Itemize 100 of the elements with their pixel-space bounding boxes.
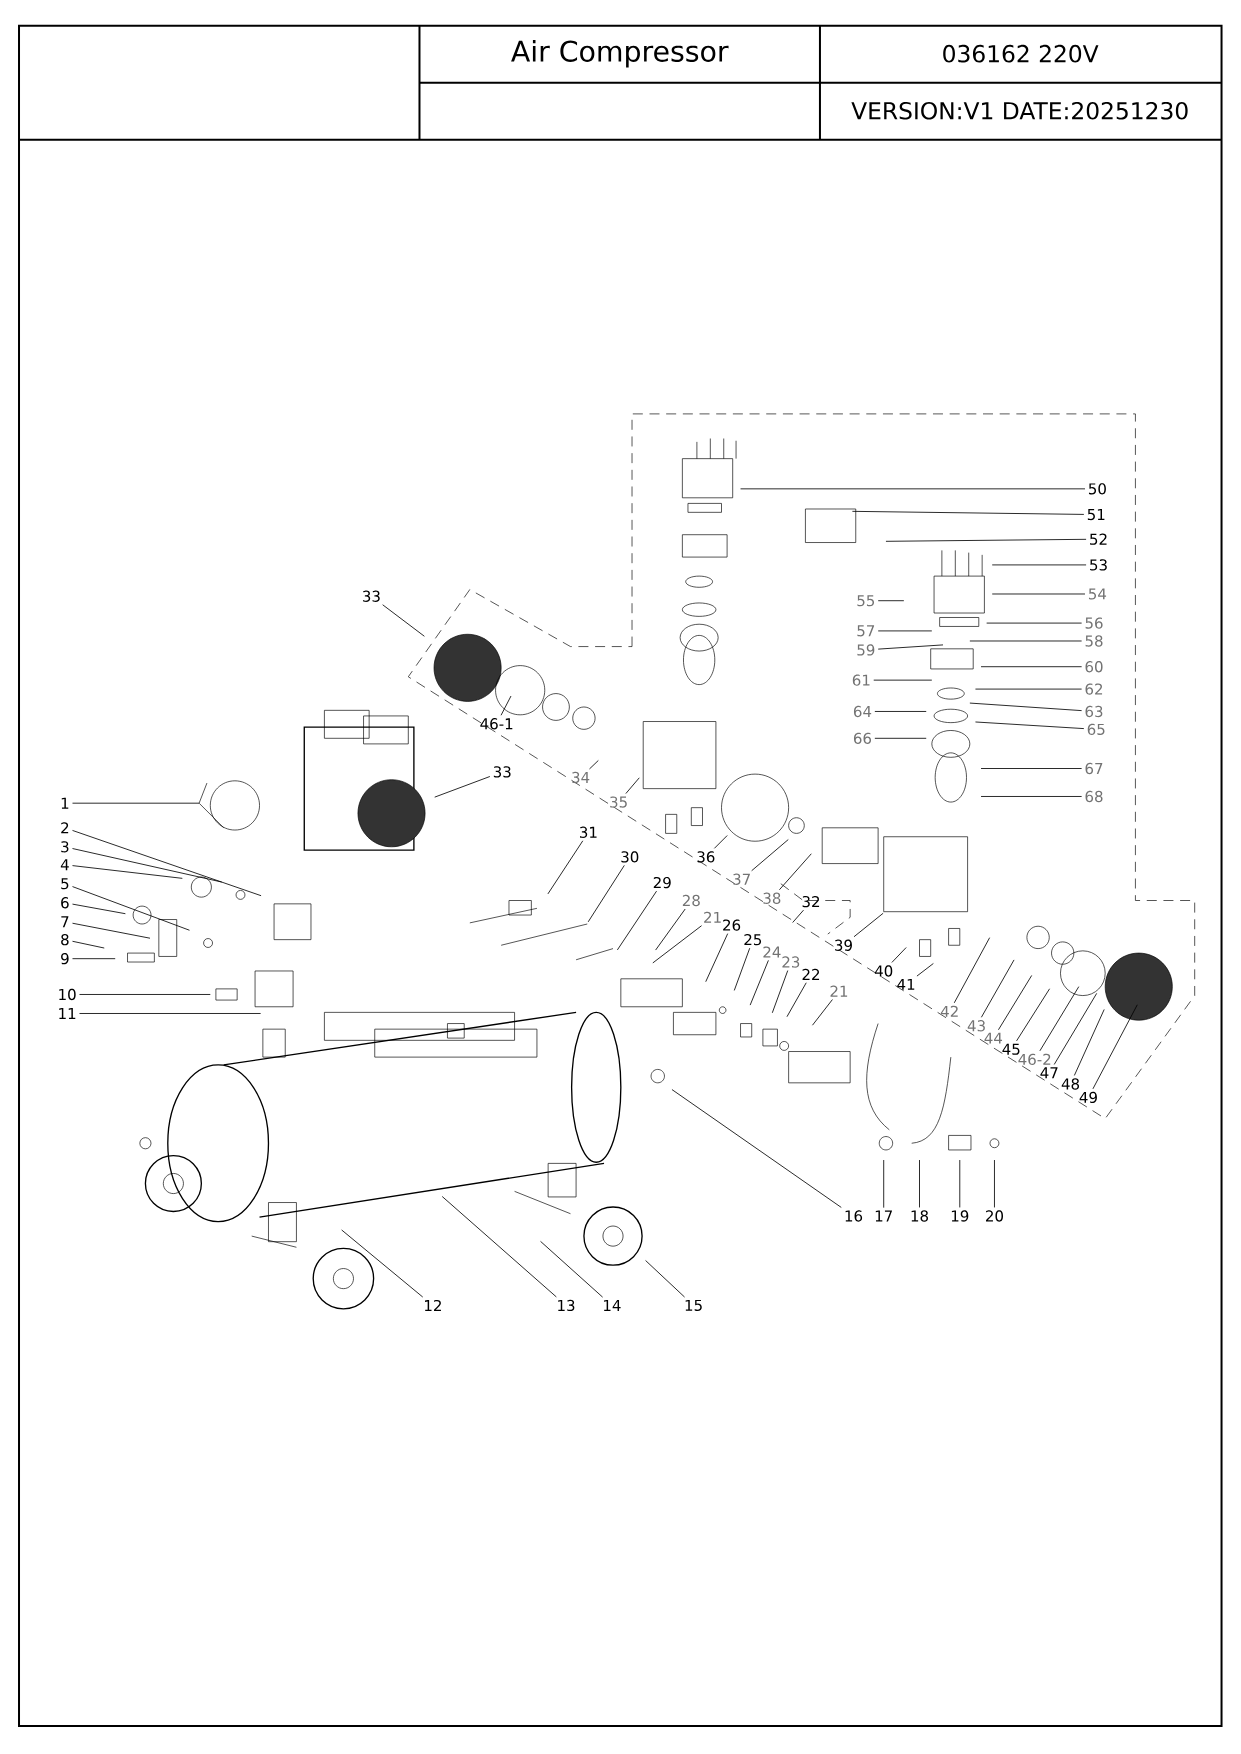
leader-line — [916, 963, 934, 977]
callout-number: 57 — [857, 625, 875, 637]
leader-line — [434, 776, 491, 798]
leader-line — [740, 488, 1086, 490]
callout-number: 28 — [683, 894, 701, 907]
callout-number: 22 — [802, 968, 820, 980]
callout-number: 14 — [604, 1300, 621, 1311]
callout-number: 68 — [1085, 790, 1103, 803]
callout-number: 41 — [897, 978, 915, 990]
callout-number: 21 — [704, 911, 721, 923]
leader-line — [72, 830, 262, 897]
leader-line — [994, 1159, 996, 1208]
callout-number: 19 — [952, 1210, 969, 1222]
header-text: 036162 220V — [943, 44, 1099, 63]
leader-line — [986, 622, 1083, 624]
leader-line — [671, 1089, 842, 1208]
callout-number: 29 — [654, 876, 671, 889]
leader-line — [969, 640, 1083, 642]
leader-line — [975, 688, 1083, 690]
leader-line — [72, 802, 200, 804]
leader-line — [587, 864, 625, 923]
leader-line — [751, 839, 789, 872]
callout-number: 20 — [986, 1210, 1004, 1222]
leader-line — [72, 940, 105, 949]
leader-line — [998, 975, 1033, 1031]
callout-number: 21 — [830, 985, 848, 997]
leader-line — [1016, 988, 1051, 1042]
callout-number: 3 — [61, 841, 69, 853]
leader-line — [589, 760, 599, 770]
leader-line — [72, 922, 151, 939]
leader-line — [72, 865, 183, 879]
leader-line — [625, 777, 640, 794]
leader-line — [79, 1013, 262, 1014]
leader-line — [79, 994, 211, 995]
leader-line — [341, 1229, 424, 1298]
callout-number: 16 — [845, 1210, 863, 1222]
leader-line — [874, 711, 927, 712]
leader-line — [975, 721, 1085, 729]
callout-number: 31 — [580, 826, 597, 838]
leader-line — [72, 903, 127, 915]
leader-line — [980, 768, 1083, 769]
callout-number: 2 — [61, 822, 69, 834]
callout-number: 64 — [854, 705, 872, 718]
callout-number: 26 — [723, 919, 741, 931]
callout-number: 33 — [363, 590, 380, 602]
callout-number: 17 — [876, 1210, 893, 1222]
callout-number: 1 — [61, 797, 69, 809]
callout-number: 46-1 — [480, 718, 513, 730]
callout-number: 44 — [984, 1032, 1003, 1044]
callout-number: 56 — [1085, 617, 1103, 629]
callout-number: 58 — [1085, 635, 1103, 647]
leader-line — [645, 1260, 686, 1298]
callout-number: 51 — [1088, 509, 1105, 521]
callout-number: 9 — [61, 953, 69, 965]
callout-number: 32 — [802, 895, 820, 908]
callout-number: 39 — [835, 939, 853, 951]
callout-number: 53 — [1090, 559, 1108, 571]
leader-line — [883, 1159, 885, 1209]
leader-line — [878, 630, 933, 632]
leader-line — [980, 796, 1083, 797]
header-text: VERSION:V1 DATE:20251230 — [851, 101, 1188, 120]
leader-line — [382, 604, 426, 637]
callout-number: 60 — [1085, 661, 1103, 673]
leader-line — [779, 853, 812, 891]
leader-line — [714, 835, 728, 849]
leader-line — [959, 1159, 961, 1208]
leader-line — [655, 908, 686, 951]
callout-number: 54 — [1089, 588, 1107, 600]
leader-line — [891, 947, 907, 963]
leader-line — [980, 666, 1083, 668]
leader-line — [772, 970, 789, 1014]
callout-number: 63 — [1085, 705, 1103, 718]
leader-line — [652, 925, 703, 964]
callout-number: 47 — [1040, 1067, 1058, 1079]
leader-line — [878, 600, 905, 602]
leader-line — [885, 538, 1087, 542]
callout-number: 33 — [494, 766, 511, 778]
callout-number: 35 — [610, 796, 628, 808]
leader-line — [873, 679, 933, 681]
callout-number: 4 — [61, 859, 70, 871]
callout-number: 62 — [1085, 683, 1103, 695]
callout-number: 13 — [558, 1299, 575, 1312]
callout-number: 7 — [61, 916, 69, 928]
callout-number: 6 — [61, 897, 69, 909]
leader-line — [749, 959, 770, 1006]
callout-number: 25 — [744, 934, 762, 946]
leader-line — [547, 840, 584, 895]
leader-line — [812, 999, 834, 1026]
callout-number: 23 — [782, 956, 800, 968]
callout-number: 46-2 — [1018, 1053, 1051, 1065]
callout-number: 37 — [733, 873, 751, 885]
callout-number: 40 — [875, 965, 893, 977]
callout-number: 61 — [853, 674, 870, 686]
leader-line — [992, 593, 1086, 595]
callout-number: 45 — [1002, 1043, 1020, 1055]
leader-line — [992, 564, 1087, 566]
callout-number: 48 — [1061, 1078, 1080, 1090]
callout-number: 24 — [763, 946, 781, 958]
callout-number: 15 — [685, 1299, 702, 1311]
leader-line — [874, 737, 927, 739]
